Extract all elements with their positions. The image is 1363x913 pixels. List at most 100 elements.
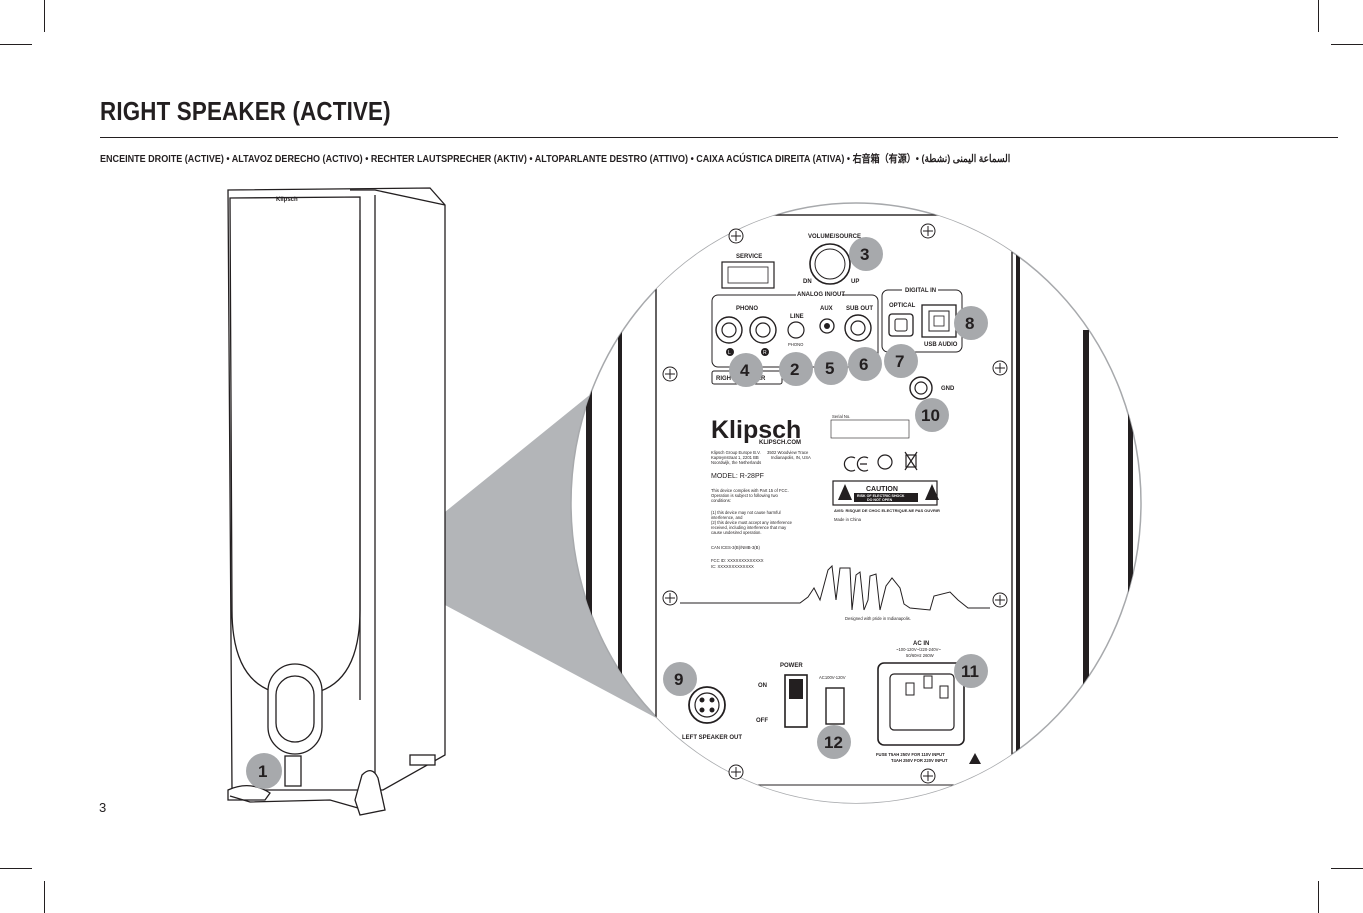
left-speaker-out-connector[interactable] [688,686,726,724]
page-subtitle: ENCEINTE DROITE (ACTIVE) • ALTAVOZ DEREC… [100,153,1011,165]
svg-text:1: 1 [258,762,267,781]
power-on-label: ON [758,683,767,689]
ic-text: IC: XXXXXXXXXXXXX [711,564,754,569]
digital-in-label: DIGITAL IN [905,288,936,294]
serial-label: Serial No. [832,414,850,419]
callout-badge: 4 [729,353,763,387]
title-rule [100,137,1338,138]
service-label: SERVICE [736,254,762,260]
svg-text:2: 2 [790,360,799,379]
speaker-tower [227,187,446,816]
svg-text:9: 9 [674,670,683,689]
phono-label: PHONO [736,306,758,312]
fcc-text: interference, and [711,515,743,520]
website-label: KLIPSCH.COM [759,440,801,446]
svg-text:10: 10 [921,406,940,425]
volume-up-label: UP [851,279,859,285]
page-title: RIGHT SPEAKER (ACTIVE) [100,96,391,126]
callout-badge: 11 [954,654,988,688]
ac-rating-text: 50/60Hz 260W [906,653,934,658]
power-label: POWER [780,663,803,669]
crop-mark [1318,0,1319,32]
phono-left-jack[interactable] [715,316,743,344]
fcc-text: cause undesired operation. [711,530,762,535]
fcc-text: (2) this device must accept any interfer… [711,520,793,525]
page-number: 3 [99,800,107,815]
usb-audio-port[interactable] [921,304,957,338]
crop-mark [0,868,32,869]
svg-text:3: 3 [860,245,869,264]
line-phono-switch[interactable] [787,321,805,339]
address-eu-line: Kapteynstraat 1, 2201 BB [711,455,759,460]
caution-subtext: RISK OF ELECTRIC SHOCK [857,494,905,498]
volume-source-label: VOLUME/SOURCE [808,234,861,240]
callout-badge: 8 [954,306,988,340]
callout-badge: 3 [849,237,883,271]
sub-out-jack[interactable] [844,314,872,342]
svg-text:5: 5 [825,359,834,378]
callout-badge: 6 [848,347,882,381]
voltage-label: AC100V-120V [819,675,846,680]
made-in-text: Made in China [834,517,862,522]
designed-text: Designed with pride in Indianapolis. [845,616,911,621]
fuse-text: T4AH 250V FOR 220V INPUT [891,758,948,763]
tower-brand-logo: Klipsch [276,197,298,203]
fcc-text: (1) this device may not cause harmful [711,510,781,515]
fcc-text: conditions: [711,498,731,503]
phono-switch-label: PHONO [788,342,804,347]
callout-badge: 5 [814,351,848,385]
fcc-text: This device complies with Part 15 of FCC… [711,488,789,493]
gnd-label: GND [941,386,955,392]
aux-label: AUX [820,306,833,312]
svg-text:8: 8 [965,314,974,333]
skyline-icon [680,564,990,611]
sub-out-label: SUB OUT [846,306,873,312]
left-channel-mark: L [728,350,731,356]
phono-right-jack[interactable] [749,316,777,344]
address-eu-line: Noordwijk, the Netherlands [711,460,761,465]
line-label: LINE [790,314,804,320]
svg-text:7: 7 [895,352,904,371]
callout-badge: 1 [246,753,282,789]
crop-mark [44,881,45,913]
fcc-text: Operation is subject to following two [711,493,778,498]
left-speaker-out-label: LEFT SPEAKER OUT [682,735,742,741]
fcc-id-text: FCC ID: XXXXXXXXXXXXX [711,558,764,563]
serial-box [830,419,910,439]
power-off-label: OFF [756,718,768,724]
volume-down-label: DN [803,279,812,285]
gnd-terminal[interactable] [909,376,933,400]
can-ices-text: CAN ICES-3(B)/NMB-3(B) [711,545,760,550]
crop-mark [1331,868,1363,869]
svg-text:12: 12 [824,733,843,752]
service-port[interactable] [721,261,775,289]
optical-port[interactable] [888,313,914,337]
address-us-line: 3502 Woodview Trace [767,450,809,455]
svg-text:11: 11 [961,662,979,681]
crop-mark [0,44,32,45]
ac-rating-text: ~100-120V~/220-240V~ [896,647,941,652]
avis-text: AVIS: RISQUE DE CHOC ELECTRIQUE-NE PAS O… [834,508,940,513]
right-channel-mark: R [763,350,767,356]
voltage-selector[interactable] [825,687,845,725]
volume-source-knob[interactable] [809,243,851,285]
callout-badge: 7 [884,344,918,378]
callout-badge: 2 [779,352,813,386]
callout-badge: 9 [663,662,697,696]
address-us-line: Indianapolis, IN, USA [771,455,811,460]
certification-marks-icon [843,451,918,472]
ac-in-label: AC IN [913,641,929,647]
model-label: MODEL: R-28PF [711,473,764,480]
ac-inlet[interactable] [877,662,965,746]
analog-in-out-label: ANALOG IN/OUT [797,292,845,298]
caution-subtext: DO NOT OPEN [867,498,893,502]
fuse-text: FUSE T5AH 250V FOR 110V INPUT [876,752,945,757]
crop-mark [1331,44,1363,45]
caution-title: CAUTION [866,486,898,493]
callout-badge: 12 [817,725,851,759]
crop-mark [44,0,45,32]
address-eu-line: Klipsch Group Europe B.V. [711,450,761,455]
crop-mark [1318,881,1319,913]
svg-text:6: 6 [859,355,868,374]
